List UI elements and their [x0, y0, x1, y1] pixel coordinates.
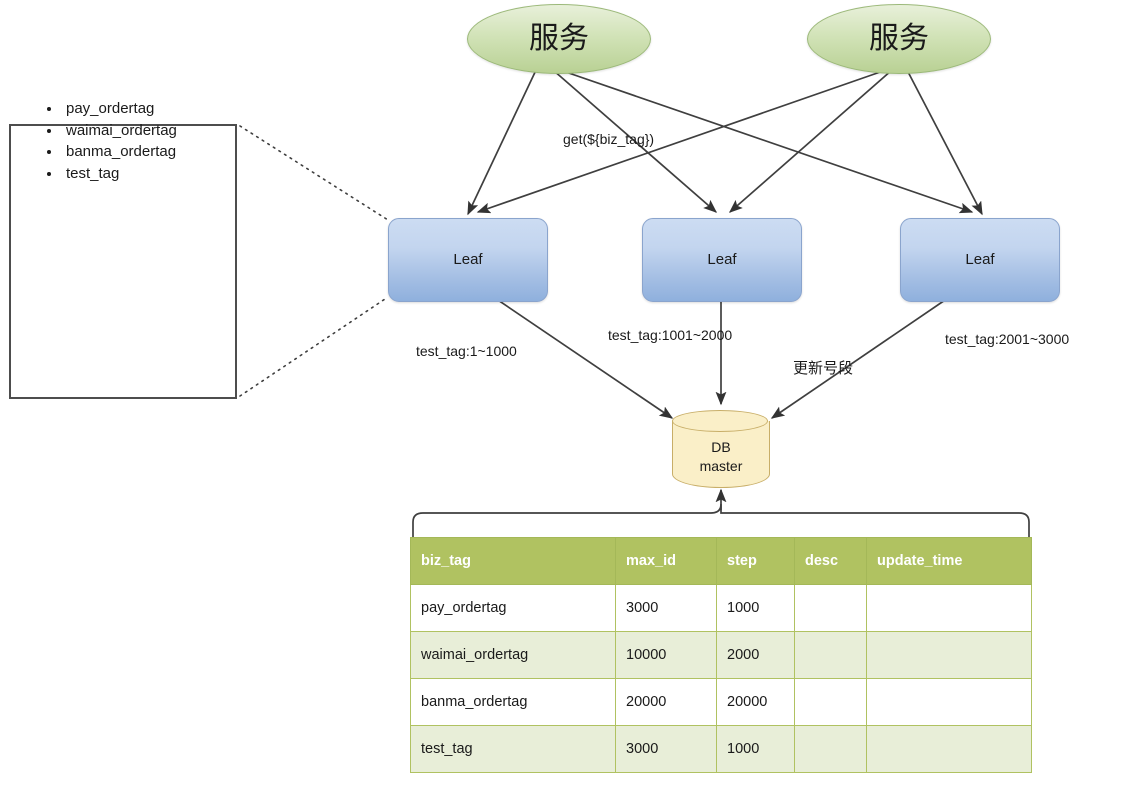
cell-step: 1000 [716, 584, 795, 632]
column-header-update-time: update_time [866, 537, 1032, 585]
callout-leader-lines [239, 125, 389, 397]
cell-biz-tag: test_tag [410, 725, 616, 773]
db-label-line2: master [699, 458, 743, 474]
list-item: pay_ordertag [62, 98, 177, 120]
leaf-node-3-label: Leaf [965, 251, 995, 268]
table-row: pay_ordertag 3000 1000 [410, 584, 1032, 632]
column-header-biz-tag: biz_tag [410, 537, 616, 585]
cell-max-id: 10000 [615, 631, 717, 679]
table-header-row: biz_tag max_id step desc update_time [410, 537, 1032, 585]
cell-update-time [866, 678, 1032, 726]
cell-step: 1000 [716, 725, 795, 773]
table-row: banma_ordertag 20000 20000 [410, 678, 1032, 726]
edge-label-update-segment: 更新号段 [793, 359, 854, 377]
column-header-desc: desc [794, 537, 867, 585]
biz-tag-list: pay_ordertag waimai_ordertag banma_order… [44, 98, 177, 184]
table-row: test_tag 3000 1000 [410, 725, 1032, 773]
cell-max-id: 3000 [615, 725, 717, 773]
cell-max-id: 3000 [615, 584, 717, 632]
leaf-node-3[interactable]: Leaf [900, 218, 1060, 302]
table-row: waimai_ordertag 10000 2000 [410, 631, 1032, 679]
db-master-node[interactable]: DB master [672, 410, 770, 498]
column-header-step: step [716, 537, 795, 585]
service-node-2[interactable]: 服务 [807, 4, 991, 74]
service-node-2-label: 服务 [869, 21, 929, 56]
cell-desc [794, 631, 867, 679]
cell-update-time [866, 584, 1032, 632]
cell-step: 20000 [716, 678, 795, 726]
leaf-node-1[interactable]: Leaf [388, 218, 548, 302]
leaf-node-2[interactable]: Leaf [642, 218, 802, 302]
db-cylinder-body [672, 421, 770, 488]
edge-label-segment-middle: test_tag:1001~2000 [608, 327, 733, 343]
cell-desc [794, 678, 867, 726]
cell-biz-tag: banma_ordertag [410, 678, 616, 726]
cell-biz-tag: pay_ordertag [410, 584, 616, 632]
cell-desc [794, 725, 867, 773]
cell-biz-tag: waimai_ordertag [410, 631, 616, 679]
cell-update-time [866, 725, 1032, 773]
cell-desc [794, 584, 867, 632]
cell-step: 2000 [716, 631, 795, 679]
edge-label-get-call: get(${biz_tag}) [563, 131, 655, 147]
service-to-leaf-edges [467, 67, 983, 216]
leaf-node-1-label: Leaf [453, 251, 483, 268]
edge-label-segment-right: test_tag:2001~3000 [945, 331, 1070, 347]
cell-update-time [866, 631, 1032, 679]
leaf-to-db-edges [491, 295, 952, 419]
cell-max-id: 20000 [615, 678, 717, 726]
table-to-db-brace [412, 488, 1030, 538]
biz-tag-callout-box [9, 124, 237, 399]
list-item: waimai_ordertag [62, 120, 177, 142]
leaf-node-2-label: Leaf [707, 251, 737, 268]
list-item: test_tag [62, 163, 177, 185]
column-header-max-id: max_id [615, 537, 717, 585]
db-cylinder-top [672, 410, 768, 432]
db-master-label: DB master [672, 438, 770, 476]
service-node-1-label: 服务 [529, 21, 589, 56]
db-label-line1: DB [711, 439, 731, 455]
leaf-alloc-table: biz_tag max_id step desc update_time pay… [410, 537, 1032, 773]
edge-label-segment-left: test_tag:1~1000 [416, 343, 517, 359]
service-node-1[interactable]: 服务 [467, 4, 651, 74]
list-item: banma_ordertag [62, 141, 177, 163]
